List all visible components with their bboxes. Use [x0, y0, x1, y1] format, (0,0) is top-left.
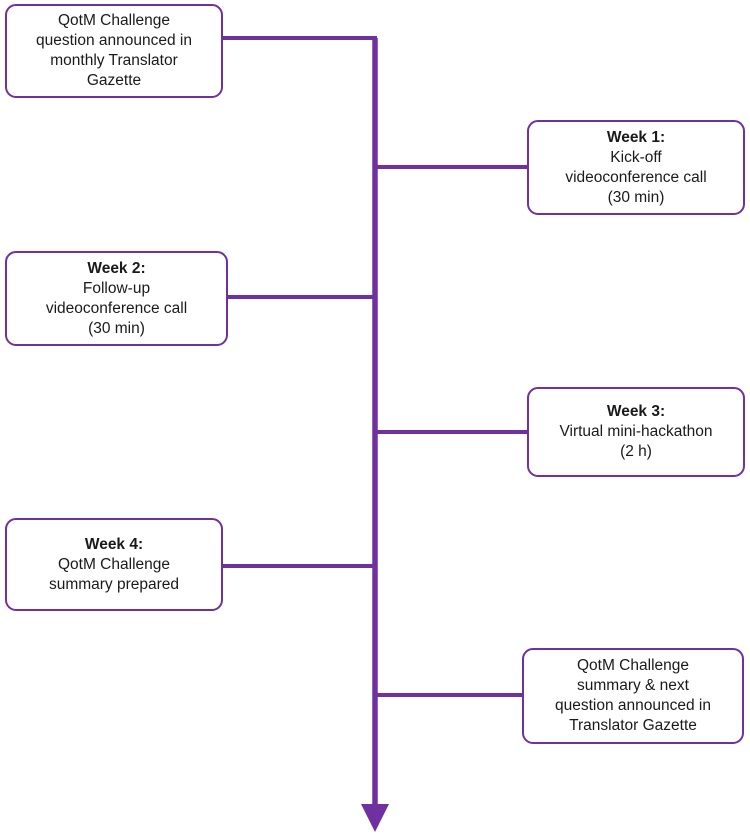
- milestone-week1: Week 1: Kick-off videoconference call (3…: [527, 120, 745, 215]
- announce-line-1: QotM Challenge: [57, 12, 170, 29]
- week2-line-3: (30 min): [88, 319, 145, 337]
- announce-line-4: Gazette: [86, 72, 142, 89]
- week1-line-2: videoconference call: [565, 168, 707, 186]
- week3-heading: Week 3:: [606, 403, 666, 420]
- week3-line-1: Virtual mini-hackathon: [559, 423, 713, 440]
- week1-line-3: (30 min): [607, 188, 665, 206]
- timeline-arrowhead: [361, 804, 389, 832]
- milestone-announce: QotM Challenge question announced in mon…: [5, 4, 223, 98]
- week2-heading: Week 2:: [87, 259, 146, 277]
- milestone-week3: Week 3: Virtual mini-hackathon (2 h): [527, 387, 745, 477]
- week2-line-2: videoconference call: [45, 299, 188, 317]
- week1-heading: Week 1:: [606, 128, 666, 146]
- milestone-week4: Week 4: QotM Challenge summary prepared: [5, 518, 223, 611]
- milestone-summary: QotM Challenge summary & next question a…: [522, 648, 744, 744]
- summary-line-1: QotM Challenge: [576, 657, 689, 674]
- milestone-week2: Week 2: Follow-up videoconference call (…: [5, 251, 228, 346]
- week4-line-1: QotM Challenge: [57, 555, 170, 573]
- week2-line-1: Follow-up: [82, 279, 151, 297]
- announce-line-2: question announced in: [36, 32, 192, 49]
- week1-line-1: Kick-off: [610, 148, 662, 166]
- week4-heading: Week 4:: [84, 535, 144, 553]
- announce-line-3: monthly Translator: [50, 52, 178, 69]
- summary-line-4: Translator Gazette: [569, 717, 697, 734]
- summary-line-2: summary & next: [577, 677, 689, 694]
- week4-line-2: summary prepared: [48, 575, 180, 593]
- week3-line-2: (2 h): [620, 443, 652, 460]
- summary-line-3: question announced in: [555, 697, 711, 714]
